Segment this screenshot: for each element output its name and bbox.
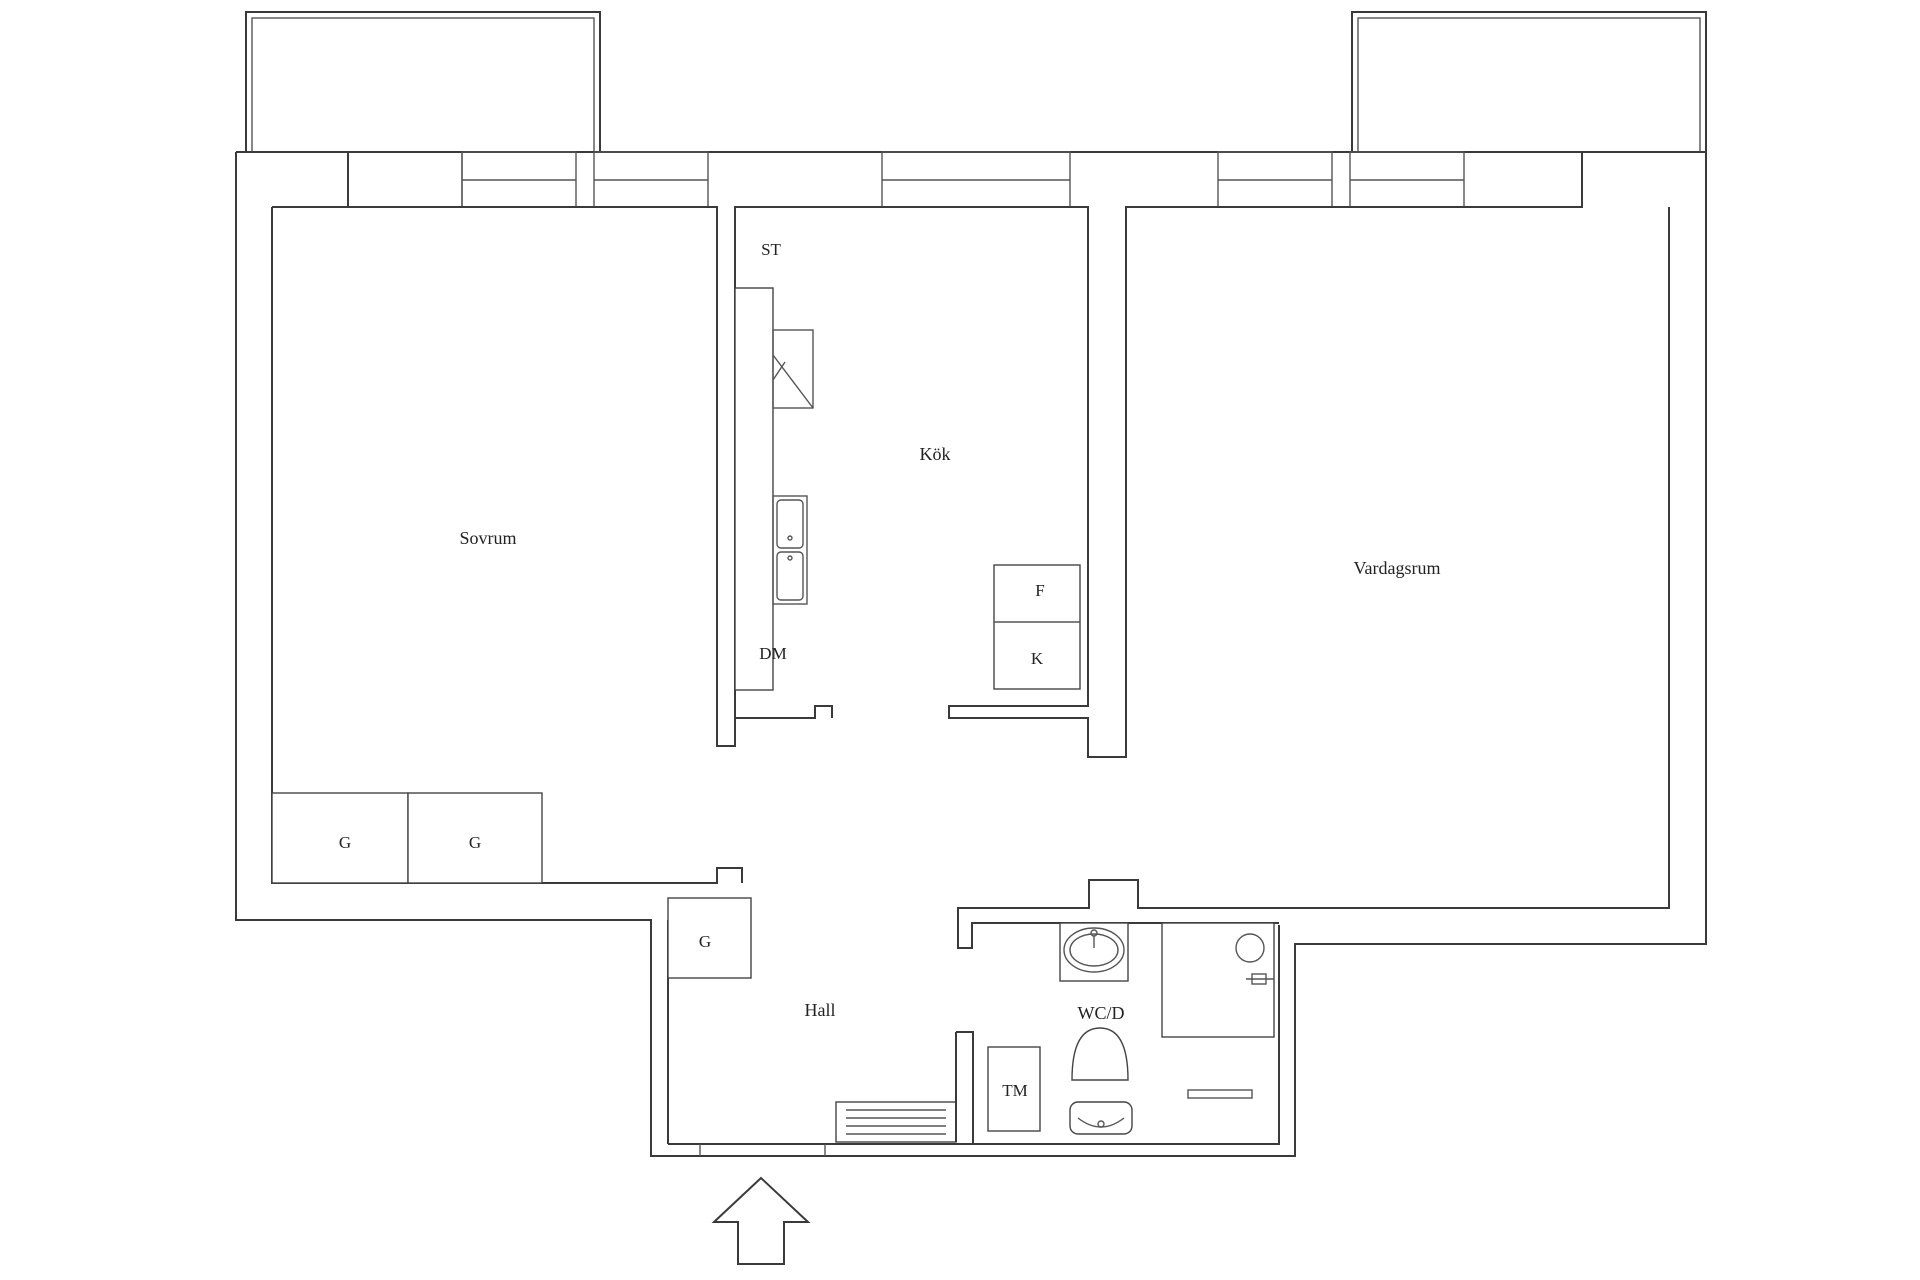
- room-label-wcd: WC/D: [1078, 1003, 1125, 1023]
- fridge-freezer: [993, 564, 1081, 690]
- entrance-door: [699, 1144, 826, 1156]
- radiator-icon: [835, 1101, 957, 1143]
- bathroom-walls: [955, 1031, 974, 1144]
- room-label-sovrum: Sovrum: [459, 528, 516, 548]
- bedroom-wardrobes: [271, 792, 543, 884]
- label-washer: TM: [1002, 1081, 1028, 1100]
- label-wardrobe-1: G: [339, 833, 351, 852]
- shower-icon: [1161, 922, 1275, 1038]
- label-stove: ST: [761, 240, 781, 259]
- label-dishwasher: DM: [759, 644, 786, 663]
- label-fridge: F: [1035, 581, 1044, 600]
- kitchen-counter: [734, 287, 814, 691]
- sink-icon: [1059, 922, 1129, 982]
- bath-shelf: [1187, 1089, 1253, 1099]
- room-label-vardagsrum: Vardagsrum: [1354, 558, 1441, 578]
- balcony-right: [1351, 11, 1707, 153]
- inner-walls: [272, 152, 1583, 758]
- washing-machine: [987, 1046, 1041, 1132]
- balcony-left: [245, 11, 601, 153]
- hall-wardrobe: [667, 897, 752, 979]
- toilet-icon: [1069, 1027, 1133, 1135]
- outer-walls: [235, 151, 1707, 1157]
- label-wardrobe-2: G: [469, 833, 481, 852]
- label-freezer: K: [1031, 649, 1044, 668]
- entrance-arrow-icon: [711, 1176, 811, 1265]
- kitchen-sink-icon: [772, 495, 808, 605]
- label-wardrobe-hall: G: [699, 932, 711, 951]
- room-label-hall: Hall: [805, 1000, 836, 1020]
- room-label-kok: Kök: [920, 444, 951, 464]
- windows: [347, 151, 1583, 208]
